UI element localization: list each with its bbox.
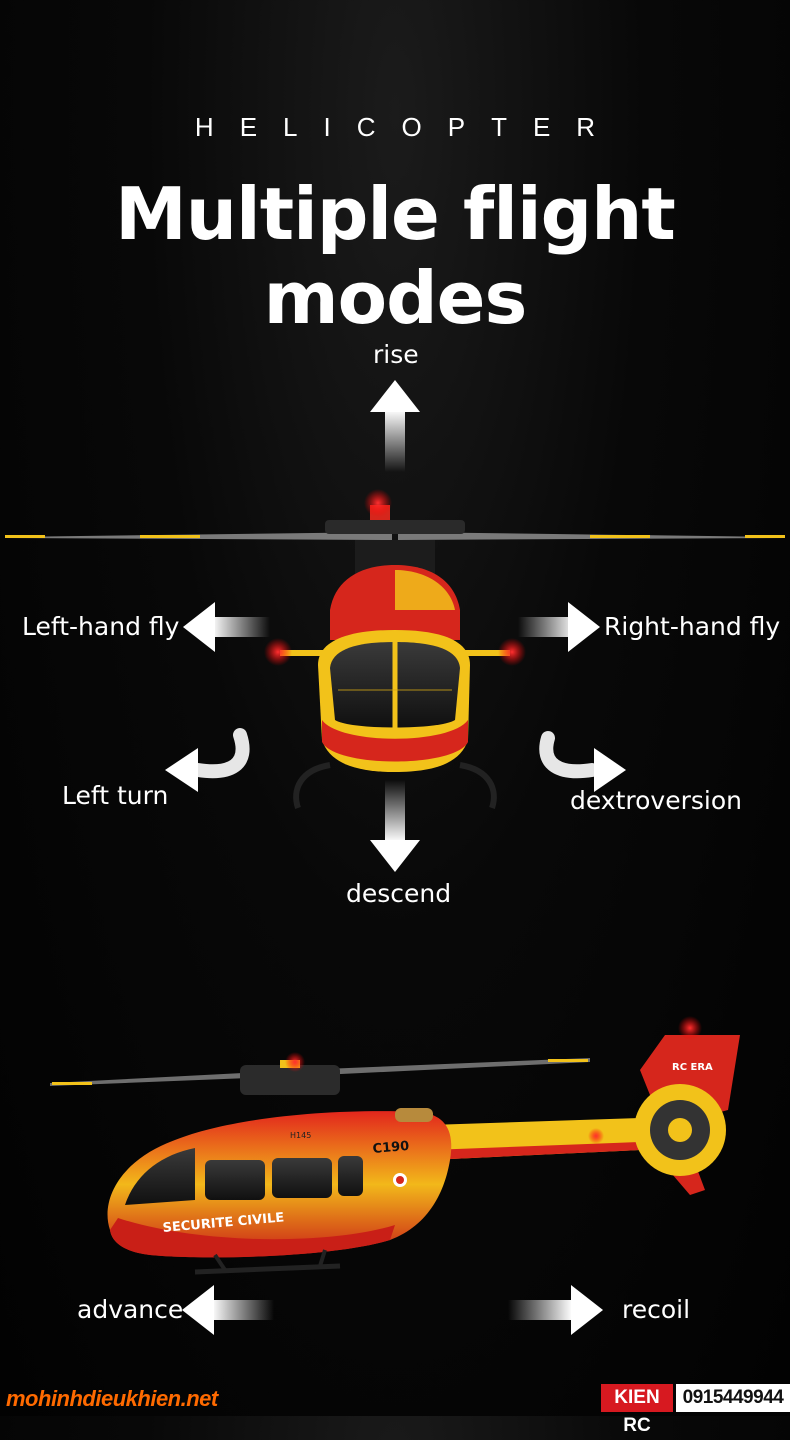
footer-brand-badge: KIEN RC	[601, 1384, 673, 1436]
helicopter-side-view	[50, 1016, 740, 1275]
helicopter-front-view	[5, 489, 785, 809]
label-left-hand-fly: Left-hand fly	[22, 612, 180, 641]
left-hand-fly-arrow	[183, 602, 270, 652]
descend-arrow	[370, 780, 420, 872]
left-turn-arrow	[165, 728, 250, 792]
label-left-turn: Left turn	[62, 781, 169, 810]
dextroversion-arrow	[539, 731, 626, 792]
type-code: H145	[290, 1131, 311, 1140]
model-code: C190	[372, 1139, 410, 1157]
helicopter-subtitle: HELICOPTER	[194, 112, 622, 142]
tail-logo: RC ERA	[672, 1062, 713, 1073]
label-descend: descend	[346, 879, 452, 908]
right-hand-fly-arrow	[518, 602, 600, 652]
advance-arrow	[182, 1285, 274, 1335]
label-right-hand-fly: Right-hand fly	[604, 612, 781, 641]
label-dextroversion: dextroversion	[570, 786, 742, 815]
recoil-arrow	[508, 1285, 603, 1335]
footer-phone: 0915449944	[676, 1384, 790, 1412]
rise-arrow	[370, 380, 420, 472]
label-rise: rise	[373, 340, 419, 369]
footer-website: mohinhdieukhien.net	[6, 1386, 218, 1411]
label-advance: advance	[77, 1295, 184, 1324]
label-recoil: recoil	[622, 1295, 691, 1324]
page-title: Multiple flight modes	[115, 172, 676, 340]
